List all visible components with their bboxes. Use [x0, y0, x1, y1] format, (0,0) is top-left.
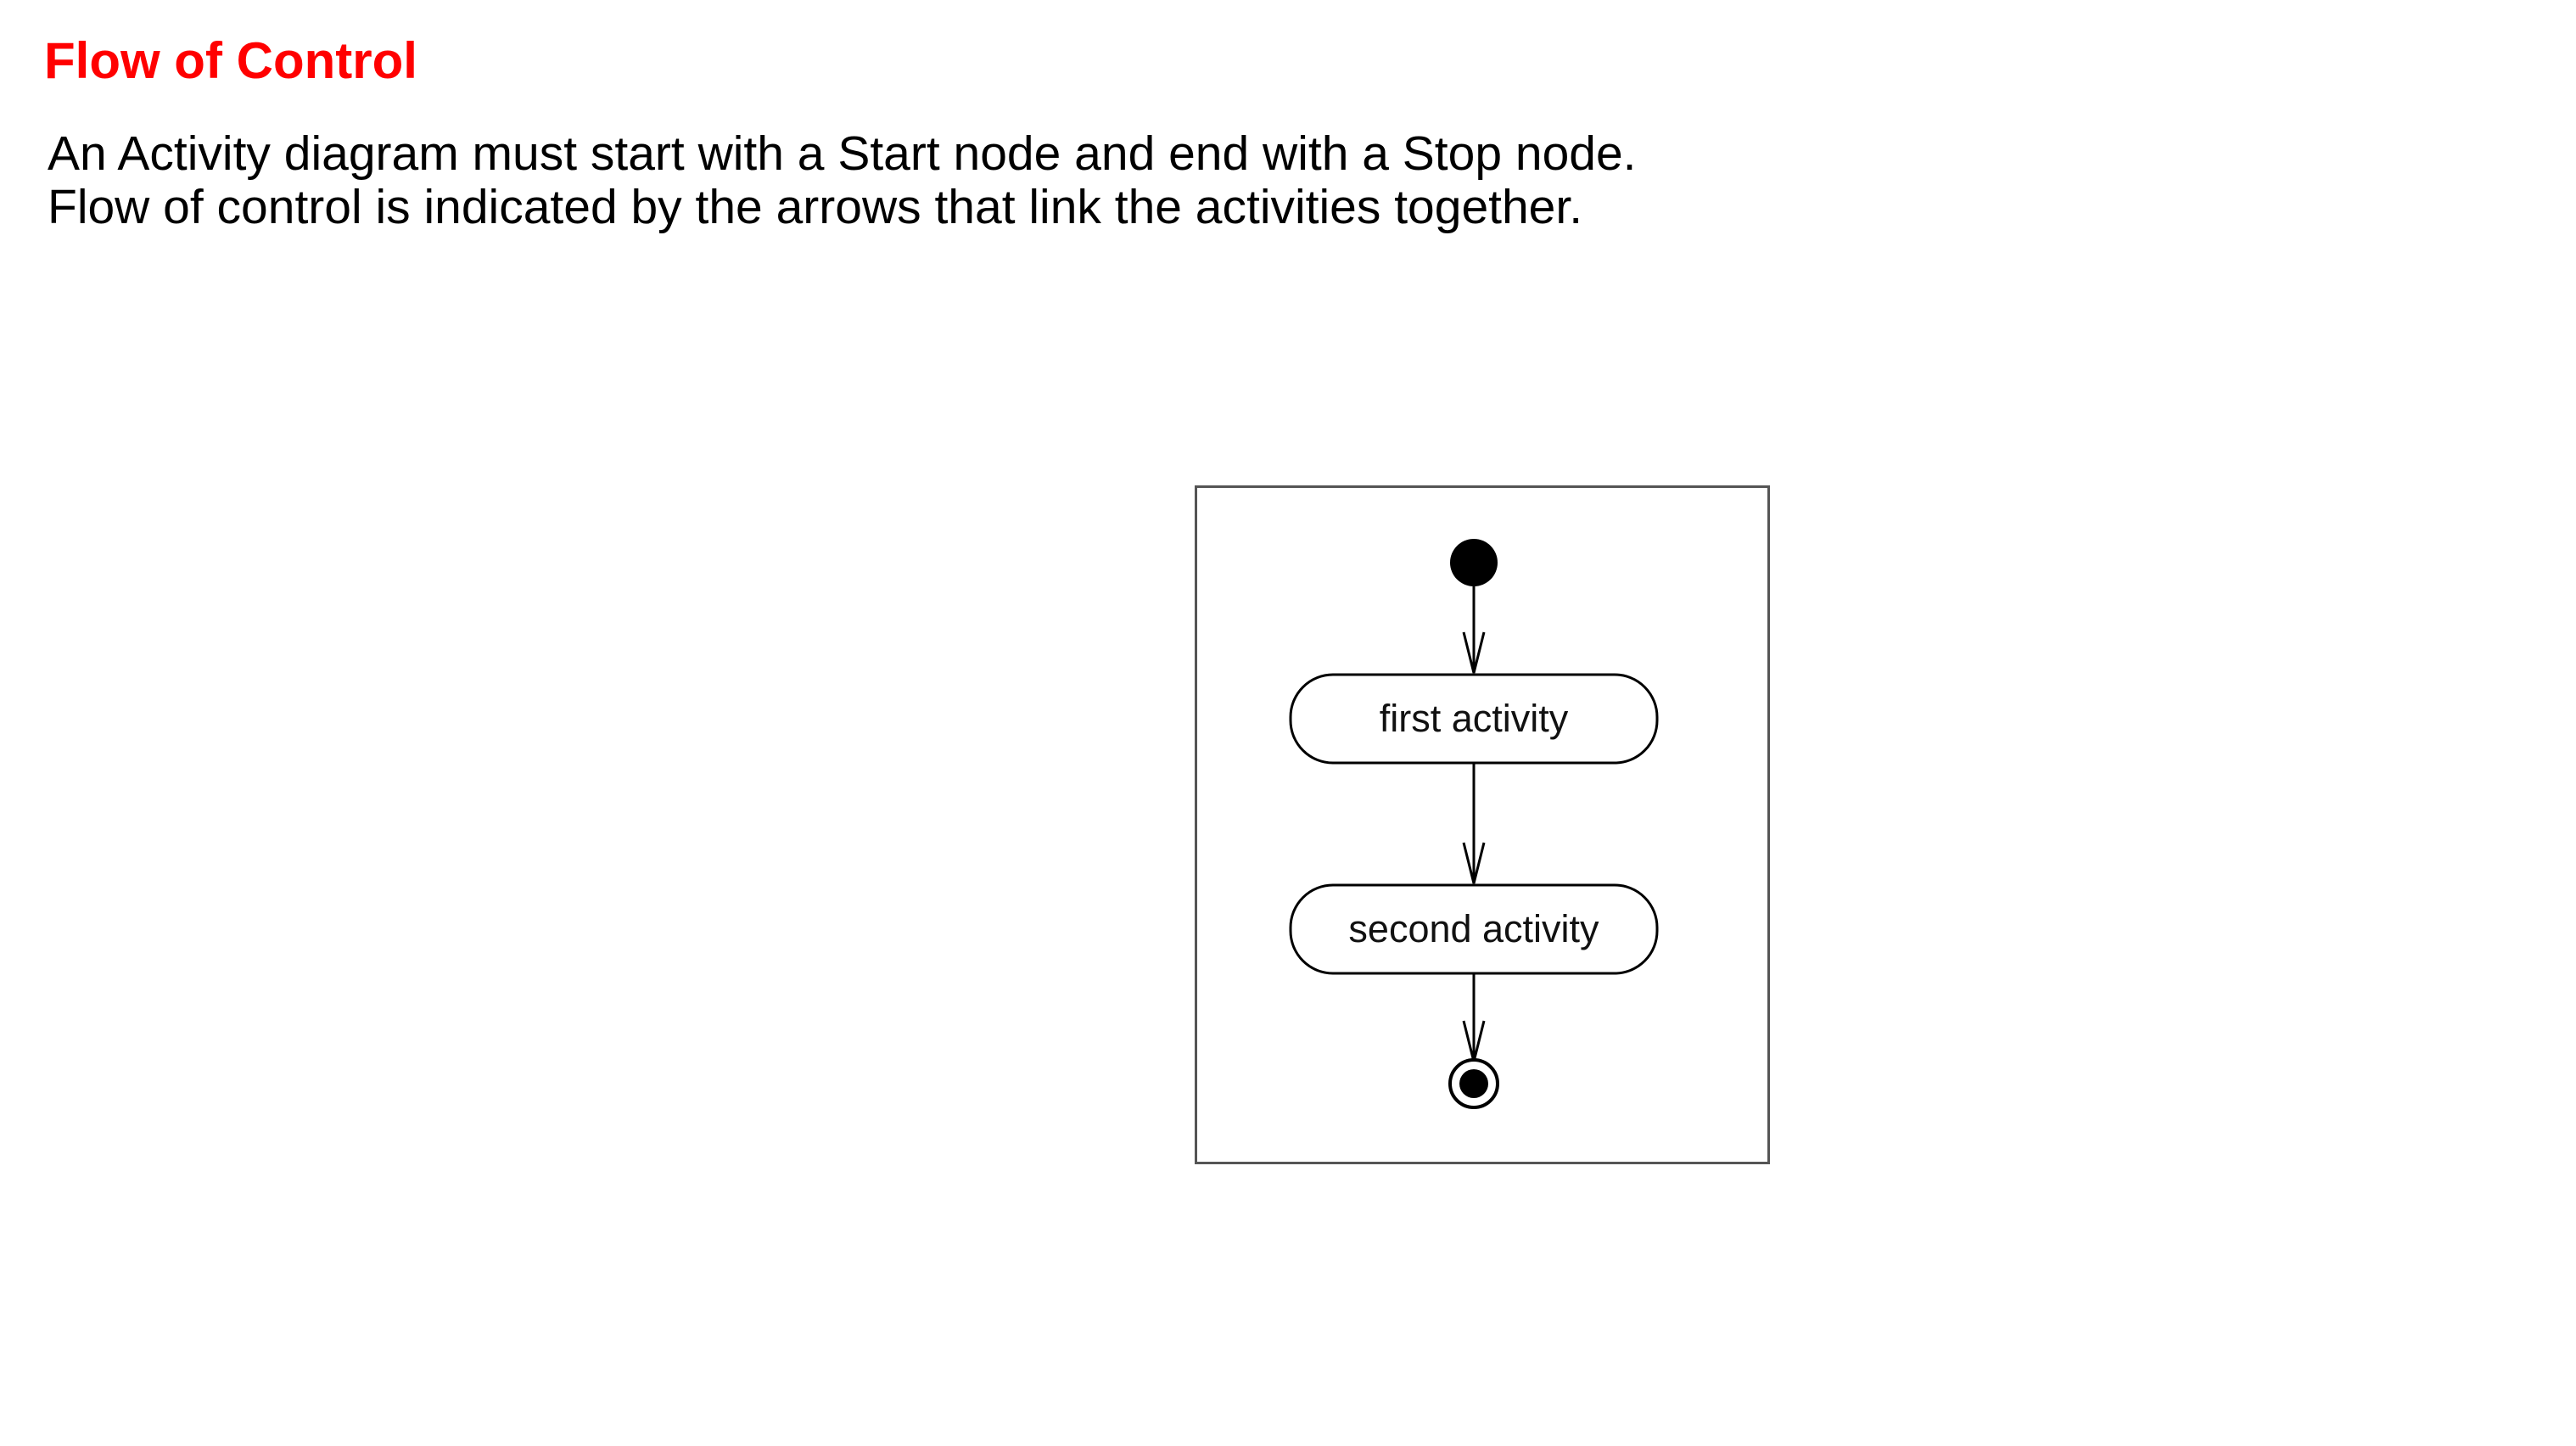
- stop-node: [1459, 1069, 1488, 1098]
- page-title: Flow of Control: [44, 32, 417, 89]
- activity-diagram: first activity second activity: [1289, 539, 1659, 1109]
- activity-label-second: second activity: [1348, 907, 1599, 950]
- description-line-2: Flow of control is indicated by the arro…: [48, 180, 1583, 234]
- description-line-1: An Activity diagram must start with a St…: [48, 126, 1637, 181]
- activity-diagram-frame: first activity second activity: [1195, 485, 1770, 1164]
- description: An Activity diagram must start with a St…: [48, 127, 1637, 234]
- arrowhead-first-to-second: [1462, 842, 1486, 884]
- arrowhead-start-to-first: [1462, 631, 1486, 674]
- activity-label-first: first activity: [1380, 697, 1569, 740]
- start-node: [1450, 539, 1498, 586]
